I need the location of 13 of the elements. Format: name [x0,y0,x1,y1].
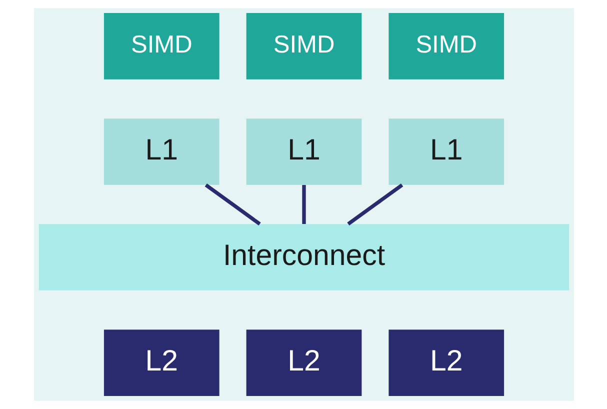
node-box: L2 [246,330,362,396]
node-box: Interconnect [38,224,569,290]
connector [302,185,306,224]
node-box: SIMD [388,13,504,80]
connector [204,184,260,226]
node-box: SIMD [103,13,219,80]
node-box: L2 [103,330,219,396]
node-box: L1 [103,118,219,185]
node-box: L1 [388,118,504,185]
node-box: L1 [246,118,362,185]
node-box: SIMD [246,13,362,80]
connector [346,184,403,226]
node-box: L2 [388,330,504,396]
